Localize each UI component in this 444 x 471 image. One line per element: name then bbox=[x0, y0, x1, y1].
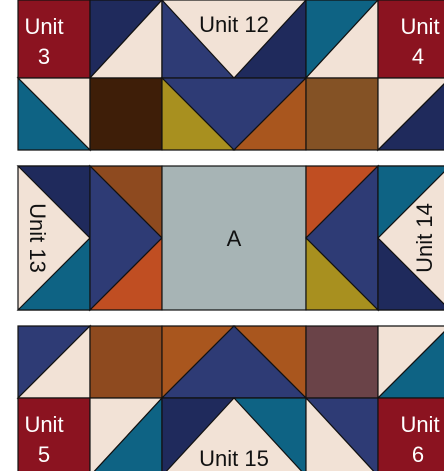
unit-6-label-num: 6 bbox=[412, 442, 424, 467]
middle-band: Unit 13 A Unit 14 bbox=[18, 166, 444, 310]
top-band: Unit 3 Unit 12 Unit 4 bbox=[18, 0, 444, 150]
bottom-band: Unit 5 Unit 15 Unit 6 bbox=[18, 326, 444, 471]
unit-12-label: Unit 12 bbox=[199, 12, 269, 37]
bot-r1-c2 bbox=[90, 326, 162, 398]
unit-4-label-num: 4 bbox=[412, 44, 424, 69]
top-r2-c5 bbox=[306, 78, 378, 150]
unit-5-label-word: Unit bbox=[24, 412, 63, 437]
unit-6-label-word: Unit bbox=[400, 412, 439, 437]
center-a-label: A bbox=[227, 226, 242, 251]
top-r2-c2 bbox=[90, 78, 162, 150]
bot-r1-c5 bbox=[306, 326, 378, 398]
unit-14-label: Unit 14 bbox=[412, 203, 437, 273]
unit-3-label-word: Unit bbox=[24, 14, 63, 39]
unit-5-label-num: 5 bbox=[38, 442, 50, 467]
unit-15-label: Unit 15 bbox=[199, 446, 269, 471]
unit-3-block bbox=[18, 0, 90, 78]
unit-13-label: Unit 13 bbox=[25, 203, 50, 273]
unit-4-label-word: Unit bbox=[400, 14, 439, 39]
unit-3-label-num: 3 bbox=[38, 44, 50, 69]
